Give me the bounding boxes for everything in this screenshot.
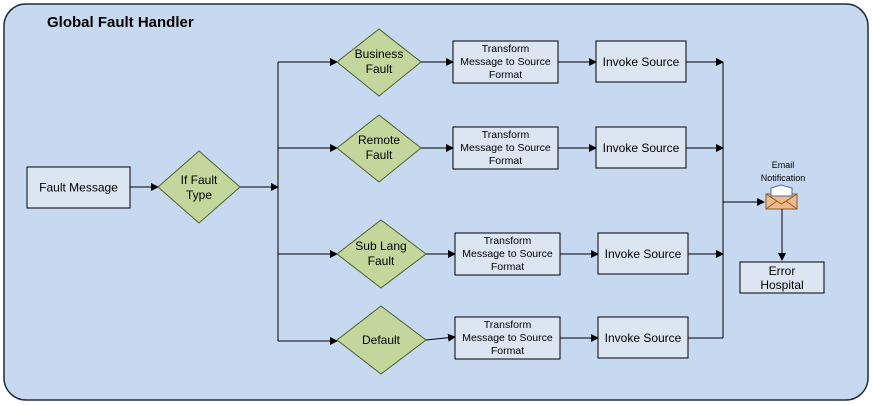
remote-fault-label-line-1: Remote — [358, 133, 400, 147]
transform-box-1 — [452, 40, 559, 84]
default-label: Default — [362, 333, 401, 347]
if-fault-type-decision: If Fault Type — [157, 150, 241, 224]
sub-lang-fault-label-line-2: Fault — [368, 254, 395, 268]
transform-box-2 — [452, 126, 559, 170]
invoke-source-box-3 — [597, 232, 689, 275]
invoke-source-label-2: Invoke Source — [603, 141, 680, 155]
sub-lang-fault-diamond — [336, 219, 427, 289]
sub-lang-fault-label-line-1: Sub Lang — [355, 239, 406, 253]
business-fault-diamond — [336, 28, 422, 97]
error-hospital-line-1: Error — [769, 264, 796, 278]
fault-message-label: Fault Message — [39, 181, 118, 195]
transform-box-4 — [454, 316, 561, 360]
transform-1-line-3: Format — [489, 69, 522, 81]
diagram-title: Global Fault Handler — [47, 14, 194, 31]
branch-default: Default Transform Message to Source Form… — [278, 305, 723, 375]
invoke-source-box-2 — [595, 126, 687, 169]
email-notification-label-line-1: Email — [772, 160, 795, 170]
invoke-source-box-4 — [597, 316, 689, 359]
transform-2-line-3: Format — [489, 155, 522, 167]
branch-sub-lang-fault: Sub Lang Fault Transform Message to Sour… — [278, 219, 724, 289]
connector-default-transform — [425, 333, 456, 342]
diagram-panel — [3, 3, 869, 401]
invoke-source-label-4: Invoke Source — [605, 331, 682, 345]
decision-label-line-2: Type — [186, 188, 212, 202]
invoke-source-box-1 — [595, 40, 687, 83]
error-hospital-box: Error Hospital — [739, 261, 825, 294]
transform-4-line-2: Message to Source — [462, 332, 553, 344]
transform-2-line-1: Transform — [482, 129, 530, 141]
branch-business-fault: Business Fault Transform Message to Sour… — [278, 28, 724, 97]
transform-box-3 — [454, 232, 561, 276]
transform-1-line-2: Message to Source — [460, 56, 551, 68]
decision-label-line-1: If Fault — [181, 173, 218, 187]
remote-fault-label-line-2: Fault — [366, 148, 393, 162]
business-fault-label-line-1: Business — [355, 47, 404, 61]
error-hospital-line-2: Hospital — [760, 278, 803, 292]
transform-1-line-1: Transform — [482, 43, 530, 55]
transform-4-line-1: Transform — [484, 319, 532, 331]
transform-3-line-2: Message to Source — [462, 248, 553, 260]
transform-3-line-1: Transform — [484, 235, 532, 247]
transform-2-line-2: Message to Source — [460, 142, 551, 154]
fault-message-box: Fault Message — [26, 166, 131, 209]
invoke-source-label-3: Invoke Source — [605, 247, 682, 261]
default-diamond — [336, 305, 427, 375]
invoke-source-label-1: Invoke Source — [603, 55, 680, 69]
envelope-icon — [765, 184, 798, 210]
remote-fault-diamond — [336, 114, 422, 183]
transform-4-line-3: Format — [491, 345, 524, 357]
business-fault-label-line-2: Fault — [366, 62, 393, 76]
email-notification-label-line-2: Notification — [761, 173, 806, 183]
transform-3-line-3: Format — [491, 261, 524, 273]
branch-remote-fault: Remote Fault Transform Message to Source… — [278, 114, 724, 183]
